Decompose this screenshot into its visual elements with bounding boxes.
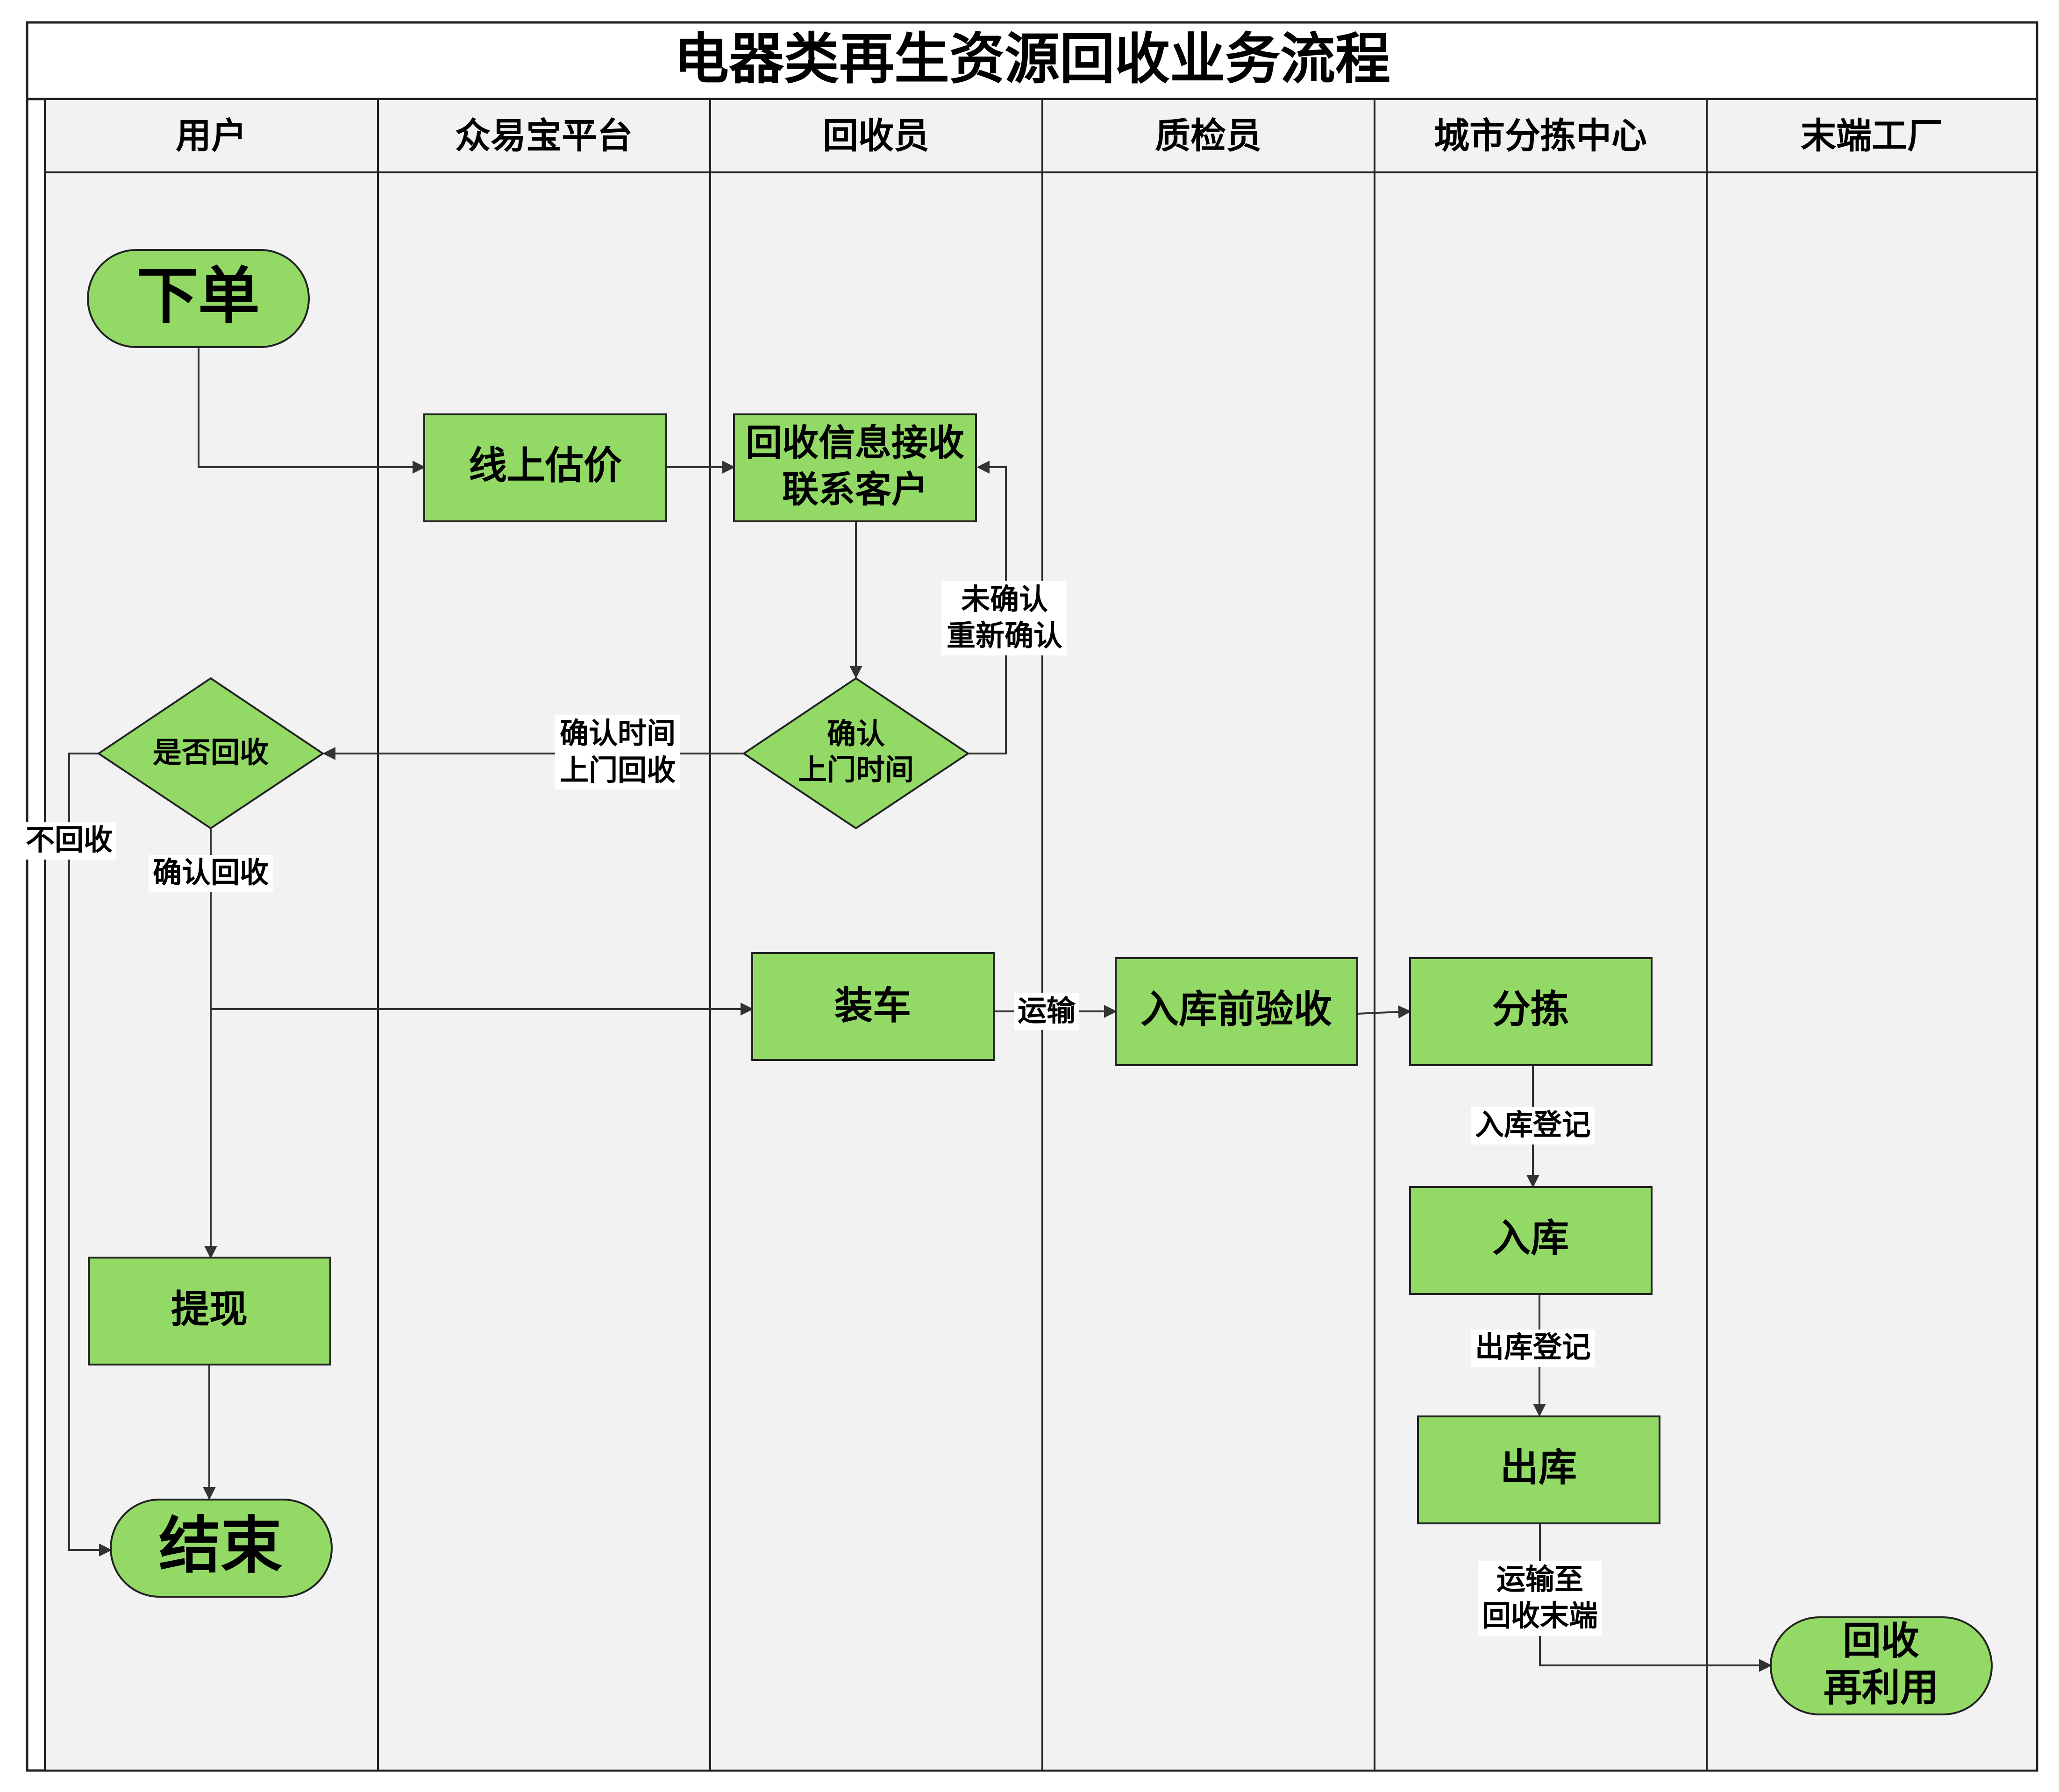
edge-inspect-to-sort xyxy=(1357,1005,1411,1019)
node-end-label: 结束 xyxy=(159,1510,282,1582)
label-transport-end-2: 回收末端 xyxy=(1482,1599,1598,1633)
swimlanes: 用户 众易宝平台 回收员 质检员 城市分拣中心 末端工厂 xyxy=(44,98,2038,1771)
node-receive: 回收信息接收 联系客户 xyxy=(733,413,977,522)
node-load-label: 装车 xyxy=(834,983,911,1028)
lane-header-collector: 回收员 xyxy=(823,115,929,156)
node-stock-out: 出库 xyxy=(1417,1415,1660,1524)
node-load: 装车 xyxy=(751,952,995,1061)
node-withdraw: 提现 xyxy=(88,1257,331,1365)
lane-header-sorting-center: 城市分拣中心 xyxy=(1434,115,1647,156)
node-stock-in-label: 入库 xyxy=(1492,1216,1569,1260)
label-confirm-time-1: 确认时间 xyxy=(560,716,676,750)
node-order: 下单 xyxy=(87,249,310,348)
node-sort-label: 分拣 xyxy=(1492,987,1569,1031)
lane-platform xyxy=(377,98,711,1771)
lane-header-platform: 众易宝平台 xyxy=(455,115,633,156)
node-confirm: 确认 上门时间 xyxy=(742,677,970,830)
label-no-recycle: 不回收 xyxy=(26,823,113,857)
node-confirm-label-2: 上门时间 xyxy=(798,753,914,787)
node-inspect: 入库前验收 xyxy=(1115,957,1358,1066)
node-reuse-label-2: 再利用 xyxy=(1824,1665,1938,1710)
label-unconfirmed-2: 重新确认 xyxy=(947,619,1062,653)
node-receive-label-1: 回收信息接收 xyxy=(746,422,964,464)
lane-collector xyxy=(709,98,1043,1771)
node-withdraw-label: 提现 xyxy=(171,1287,248,1331)
lane-inspector xyxy=(1041,98,1375,1771)
node-decide-label: 是否回收 xyxy=(153,735,269,769)
node-stock-in: 入库 xyxy=(1409,1186,1653,1295)
edge-order-to-estimate xyxy=(198,348,426,474)
node-sort: 分拣 xyxy=(1409,957,1653,1066)
lane-factory xyxy=(1706,98,2038,1771)
label-stock-in-register: 入库登记 xyxy=(1475,1108,1591,1142)
node-estimate: 线上估价 xyxy=(423,413,667,522)
node-reuse-label-1: 回收 xyxy=(1843,1619,1919,1663)
node-order-label: 下单 xyxy=(136,260,260,332)
edge-labels: 未确认 重新确认 确认时间 上门回收 不回收 确认回收 运输 入库登记 出库登记… xyxy=(23,581,1602,1636)
label-stock-out-register: 出库登记 xyxy=(1475,1330,1591,1364)
node-stock-out-label: 出库 xyxy=(1500,1445,1577,1490)
node-inspect-label: 入库前验收 xyxy=(1140,987,1332,1031)
diagram-title: 电器类再生资源回收业务流程 xyxy=(674,27,1390,91)
node-estimate-label: 线上估价 xyxy=(469,443,622,488)
label-confirm-recycle: 确认回收 xyxy=(153,855,269,889)
node-receive-label-2: 联系客户 xyxy=(782,469,928,511)
node-end: 结束 xyxy=(110,1499,333,1598)
label-transport-end-1: 运输至 xyxy=(1496,1562,1583,1596)
node-decide: 是否回收 xyxy=(97,677,325,830)
label-unconfirmed-1: 未确认 xyxy=(961,582,1048,616)
edge-no-recycle xyxy=(68,753,112,1557)
label-transport: 运输 xyxy=(1018,994,1076,1028)
node-confirm-label-1: 确认 xyxy=(827,717,885,751)
lane-header-inspector: 质检员 xyxy=(1155,115,1261,156)
node-reuse: 回收 再利用 xyxy=(1770,1616,1993,1715)
label-confirm-time-2: 上门回收 xyxy=(560,753,676,787)
lane-header-factory: 末端工厂 xyxy=(1801,115,1943,156)
lane-header-user: 用户 xyxy=(176,115,247,156)
